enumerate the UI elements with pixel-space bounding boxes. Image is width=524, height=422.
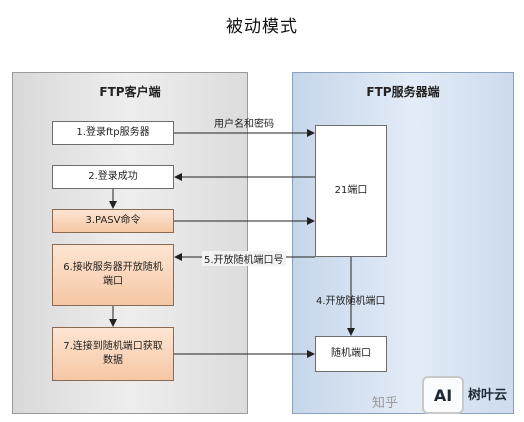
zhihu-watermark: 知乎 xyxy=(372,396,399,411)
step-login-box: 1.登录ftp服务器 xyxy=(52,121,174,145)
label-open-random-port-number: 5.开放随机端口号 xyxy=(202,251,286,266)
step-receive-port-box: 6.接收服务器开放随机端口 xyxy=(52,244,174,306)
watermark-brand-name: 树叶云 xyxy=(468,388,508,403)
random-port-box: 随机端口 xyxy=(315,336,387,372)
label-username-password: 用户名和密码 xyxy=(214,119,274,130)
step-login-success-box: 2.登录成功 xyxy=(52,165,174,189)
label-open-random-port: 4.开放随机端口 xyxy=(316,296,386,307)
port-21-box: 21端口 xyxy=(315,125,387,257)
ftp-client-title: FTP客户端 xyxy=(99,85,161,99)
step-connect-random-port-box: 7.连接到随机端口获取数据 xyxy=(52,327,174,381)
step-pasv-command-box: 3.PASV命令 xyxy=(52,209,174,233)
ftp-server-title: FTP服务器端 xyxy=(366,85,440,99)
diagram-title: 被动模式 xyxy=(226,17,298,37)
ai-logo-icon: AI xyxy=(422,376,464,414)
